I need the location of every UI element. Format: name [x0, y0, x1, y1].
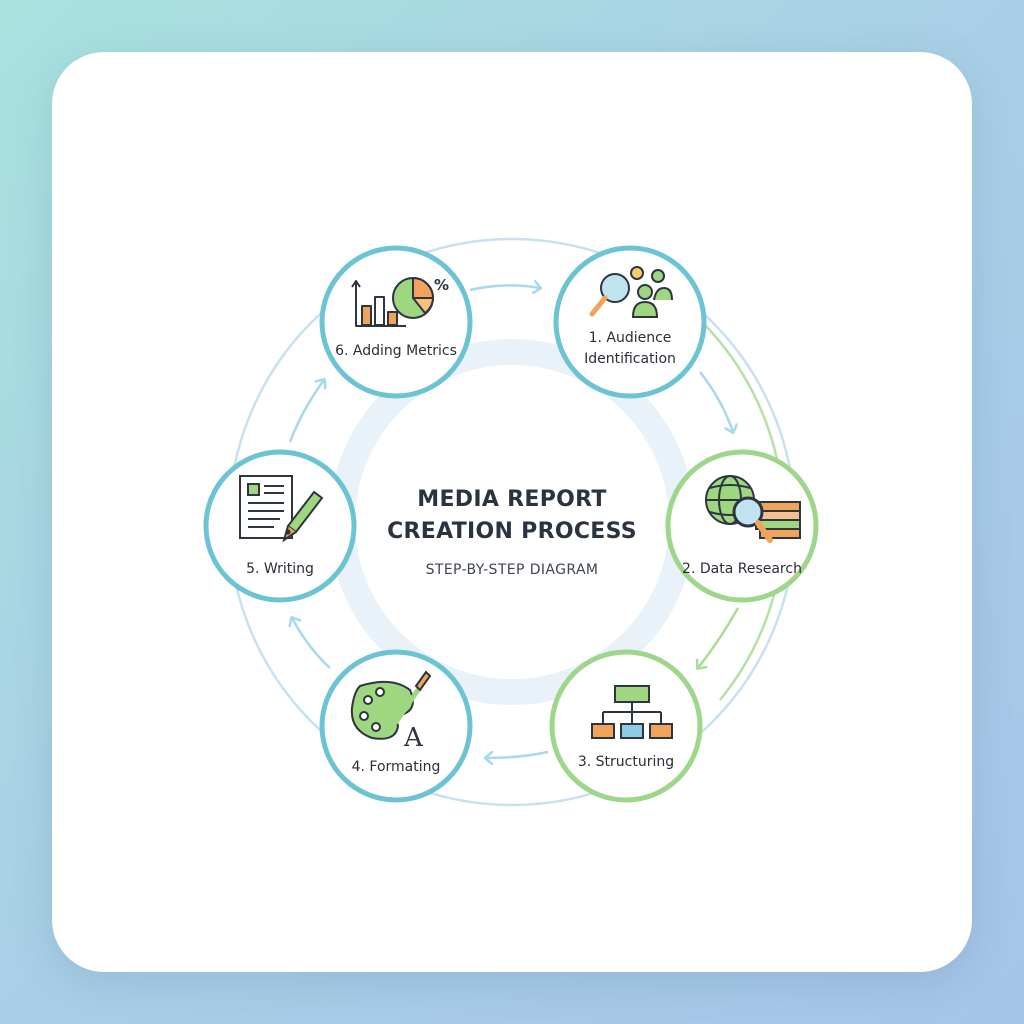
step-4-label: 4. Formating — [351, 759, 441, 775]
document-pen-icon — [239, 475, 324, 543]
diagram-title-line-2: CREATION PROCESS — [387, 519, 637, 544]
diagram-subtitle: STEP-BY-STEP DIAGRAM — [425, 562, 599, 578]
step-1-label: 1. Audience Identification — [584, 330, 676, 367]
arrow-6-to-1 — [469, 285, 540, 290]
percent-glyph: % — [434, 276, 449, 294]
arrow-1-to-2 — [699, 371, 733, 432]
step-5-label: 5. Writing — [246, 561, 314, 577]
step-6-label: 6. Adding Metrics — [335, 343, 457, 359]
diagram-title-block: MEDIA REPORT CREATION PROCESS STEP-BY-ST… — [362, 484, 662, 578]
globe-books-magnifier-icon — [705, 475, 801, 543]
hierarchy-chart-icon — [591, 685, 673, 739]
step-3-label: 3. Structuring — [577, 754, 675, 770]
arrow-4-to-5 — [292, 618, 331, 669]
node-circle-1 — [553, 245, 707, 399]
bar-pie-chart-icon — [351, 277, 434, 327]
arrow-3-to-4 — [486, 750, 549, 758]
palette-brush-letter-icon — [350, 670, 432, 740]
diagram-title-line-1: MEDIA REPORT — [417, 487, 607, 512]
arrow-2-to-3 — [698, 607, 740, 668]
letter-a-glyph: A — [403, 723, 424, 753]
arrow-5-to-6 — [288, 380, 324, 443]
step-2-label: 2. Data Research — [682, 561, 802, 577]
audience-search-icon — [589, 266, 673, 318]
